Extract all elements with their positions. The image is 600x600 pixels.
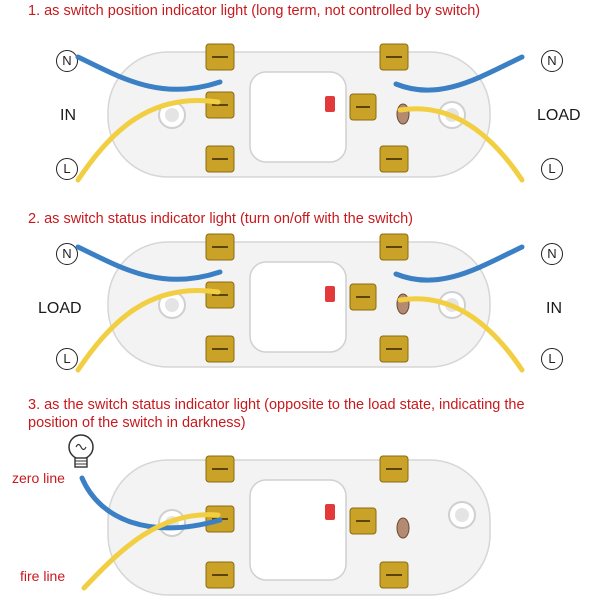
caption-2: 2. as switch status indicator light (tur… — [28, 211, 413, 227]
rocker-button — [249, 479, 347, 581]
live-badge-right-1: L — [541, 158, 563, 180]
neutral-badge-left-1: N — [56, 50, 78, 72]
panel2-left-label: LOAD — [38, 300, 82, 317]
neutral-badge-left-2: N — [56, 243, 78, 265]
indicator-light — [325, 504, 335, 520]
fire-line-label: fire line — [20, 568, 66, 584]
caption-3-line-2: position of the switch in darkness) — [28, 415, 246, 431]
live-badge-left-2: L — [56, 348, 78, 370]
switch-diagram-3 — [79, 455, 491, 596]
indicator-light — [325, 96, 335, 112]
live-badge-right-2: L — [541, 348, 563, 370]
live-badge-left-1: L — [56, 158, 78, 180]
panel1-right-label: LOAD — [537, 107, 581, 124]
zero-line-label: zero line — [12, 470, 65, 486]
caption-3-line-1: 3. as the switch status indicator light … — [28, 397, 525, 413]
rocker-button — [249, 261, 347, 353]
neon-bulb — [396, 517, 410, 539]
light-bulb-icon — [68, 434, 94, 468]
neutral-badge-right-2: N — [541, 243, 563, 265]
rocker-button — [249, 71, 347, 163]
neutral-badge-right-1: N — [541, 50, 563, 72]
switch-diagram-2 — [75, 233, 525, 373]
switch-diagram-1 — [75, 43, 525, 183]
panel1-left-label: IN — [60, 107, 76, 124]
caption-1: 1. as switch position indicator light (l… — [28, 3, 481, 19]
panel2-right-label: IN — [546, 300, 562, 317]
indicator-light — [325, 286, 335, 302]
